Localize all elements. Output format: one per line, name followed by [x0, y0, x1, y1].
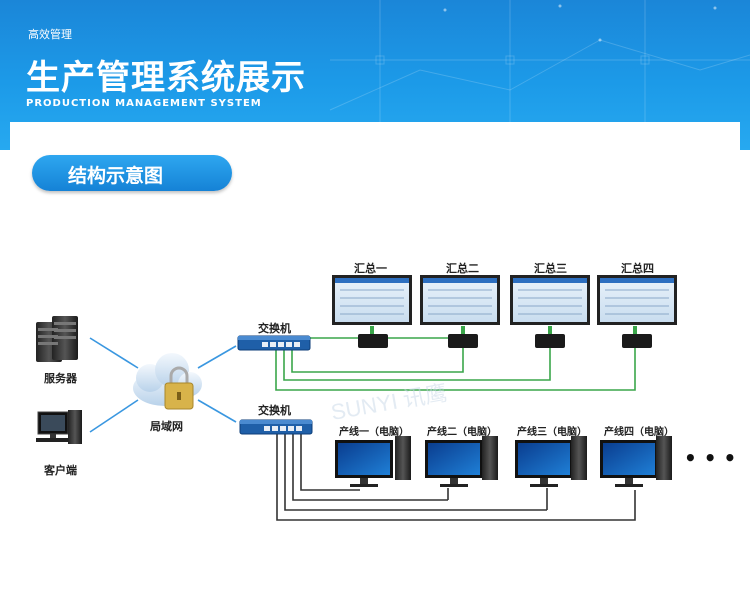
section-title-pill: 结构示意图 [32, 155, 232, 191]
page-subtitle: PRODUCTION MANAGEMENT SYSTEM [26, 98, 262, 109]
client-label: 客户端 [44, 464, 77, 477]
line-pc-label-4: 产线四（电脑） [604, 427, 674, 438]
server-label: 服务器 [44, 372, 77, 385]
summary-monitor-2 [420, 275, 500, 325]
switch-top-label: 交换机 [258, 322, 291, 335]
more-indicator: • • • [684, 446, 737, 470]
production-pc-4 [600, 436, 672, 487]
summary-label-2: 汇总二 [446, 262, 479, 275]
client-pc-icon [36, 410, 82, 444]
switch-bottom-icon [239, 419, 313, 435]
production-pc-2 [425, 436, 498, 487]
summary-label-1: 汇总一 [354, 262, 387, 275]
section-title: 结构示意图 [68, 165, 164, 187]
summary-monitor-4 [597, 275, 677, 325]
header-small-label: 高效管理 [28, 28, 72, 41]
server-icon [36, 316, 78, 362]
switch-top-icon [237, 335, 311, 351]
production-pc-3 [515, 436, 587, 487]
line-pc-label-3: 产线三（电脑） [517, 427, 587, 438]
banner-grid-decoration [329, 0, 750, 150]
lock-icon [164, 366, 194, 410]
summary-label-3: 汇总三 [534, 262, 567, 275]
line-pc-label-2: 产线二（电脑） [427, 427, 497, 438]
lan-label: 局域网 [150, 420, 183, 433]
page-title: 生产管理系统展示 [26, 58, 306, 98]
watermark: SUNYI 讯鹰 [329, 380, 449, 425]
switch-bottom-label: 交换机 [258, 404, 291, 417]
production-links [276, 434, 636, 521]
production-pc-1 [335, 436, 411, 487]
summary-monitor-3 [510, 275, 590, 325]
summary-label-4: 汇总四 [621, 262, 654, 275]
lan-links [89, 337, 237, 433]
summary-monitor-1 [332, 275, 412, 325]
content-panel [10, 122, 740, 595]
line-pc-label-1: 产线一（电脑） [339, 427, 409, 438]
mini-pc-connectors [370, 326, 637, 334]
mini-pc-boxes [358, 334, 652, 348]
